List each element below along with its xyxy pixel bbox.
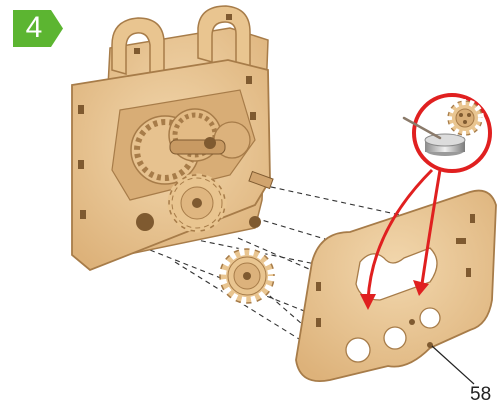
plate-hole (136, 213, 154, 231)
part-number-label: 58 (470, 382, 500, 408)
glue-callout (404, 95, 490, 171)
plate-hole (249, 216, 261, 228)
part-58-plate (296, 191, 496, 382)
label-leader-line (432, 346, 474, 384)
gear-icon (448, 101, 482, 135)
attached-gear (169, 175, 225, 231)
glue-pot-icon (425, 134, 465, 156)
step-number: 4 (21, 11, 47, 45)
left-assembly (72, 6, 273, 270)
loose-gear (220, 249, 274, 303)
